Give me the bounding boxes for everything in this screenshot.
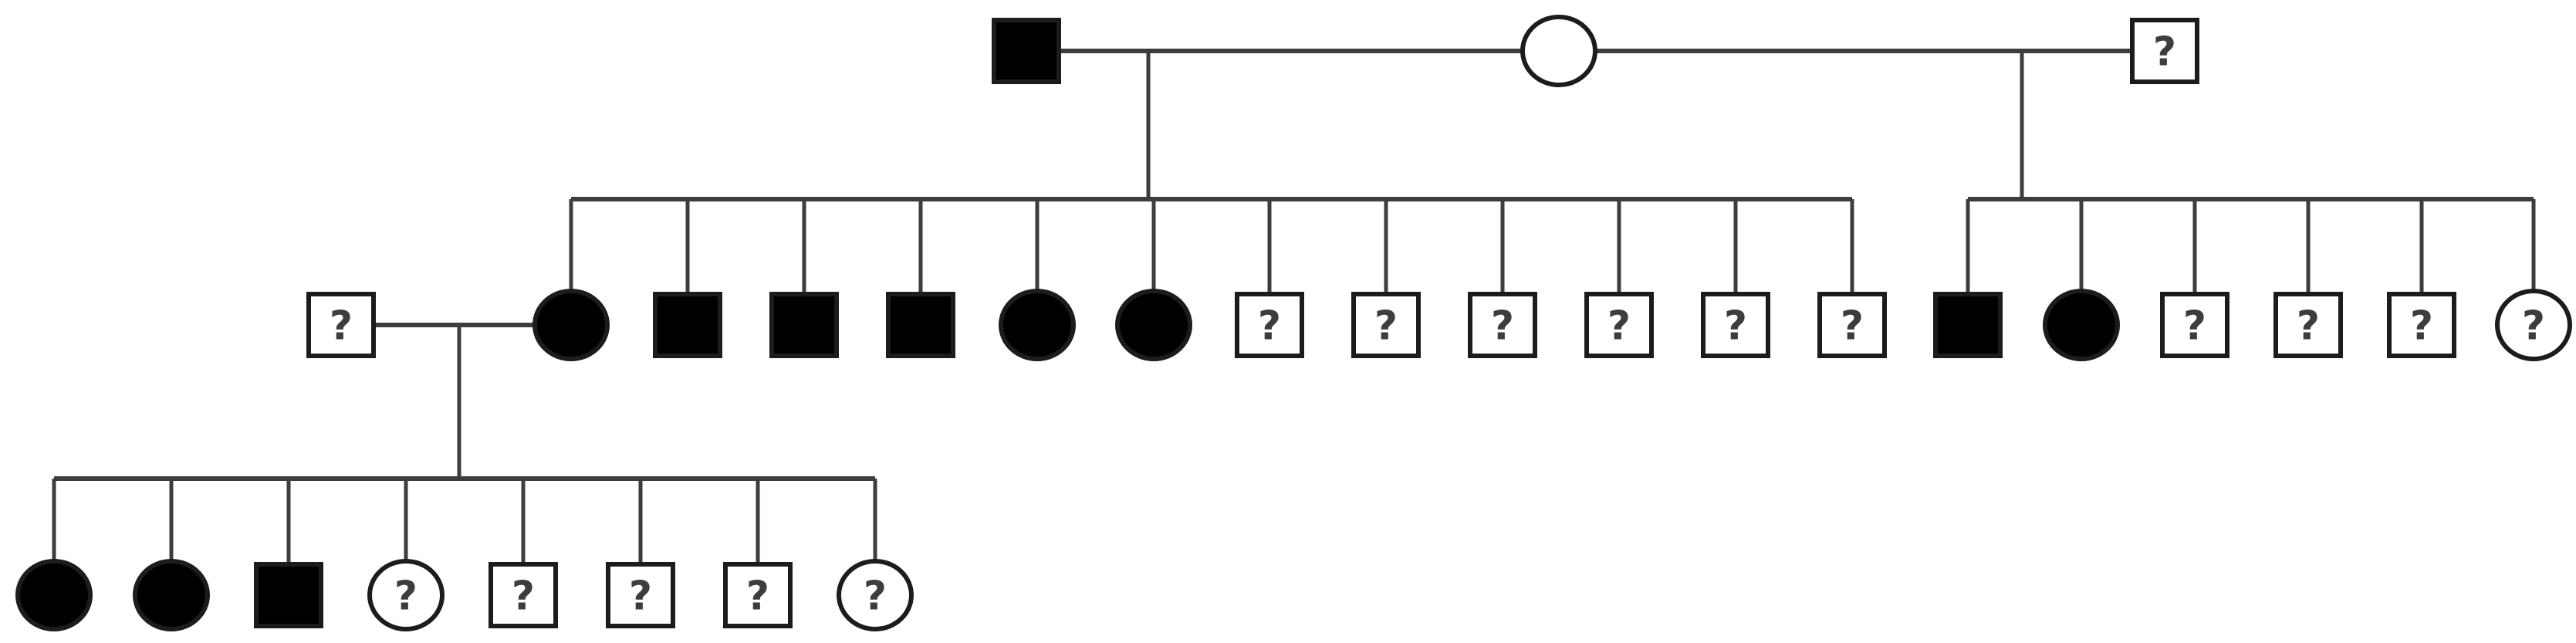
unknown-status-label: ?	[864, 574, 887, 620]
individual-III-2-symbol[interactable]	[133, 559, 210, 631]
individual-II-11-symbol[interactable]	[1584, 292, 1654, 358]
unknown-status-label: ?	[1841, 303, 1864, 350]
unknown-status-label: ?	[629, 574, 652, 620]
individual-II-15-symbol[interactable]	[2043, 289, 2120, 361]
unknown-status-label: ?	[2410, 303, 2433, 350]
individual-III-4-symbol[interactable]	[367, 559, 445, 631]
unknown-status-label: ?	[394, 574, 418, 620]
individual-II-14-symbol[interactable]	[1933, 292, 2003, 358]
individual-I-1-symbol[interactable]	[992, 18, 1061, 84]
individual-II-18-symbol[interactable]	[2387, 292, 2456, 358]
individual-II-13-symbol[interactable]	[1817, 292, 1887, 358]
unknown-status-label: ?	[2297, 303, 2320, 350]
unknown-status-label: ?	[512, 574, 535, 620]
individual-II-17-symbol[interactable]	[2273, 292, 2343, 358]
unknown-status-label: ?	[1491, 303, 1514, 350]
individual-II-8-symbol[interactable]	[1235, 292, 1304, 358]
unknown-status-label: ?	[2183, 303, 2206, 350]
individual-II-4-symbol[interactable]	[769, 292, 839, 358]
unknown-status-label: ?	[330, 303, 353, 350]
unknown-status-label: ?	[1607, 303, 1631, 350]
individual-III-8-symbol[interactable]	[837, 559, 914, 631]
individual-II-5-symbol[interactable]	[886, 292, 955, 358]
unknown-status-label: ?	[1258, 303, 1281, 350]
individual-II-10-symbol[interactable]	[1468, 292, 1537, 358]
individual-II-16-symbol[interactable]	[2160, 292, 2229, 358]
unknown-status-label: ?	[1724, 303, 1747, 350]
individual-III-5-symbol[interactable]	[488, 562, 558, 628]
unknown-status-label: ?	[746, 574, 769, 620]
individual-II-19-symbol[interactable]	[2495, 289, 2572, 361]
unknown-status-label: ?	[2153, 29, 2176, 76]
individual-II-7-symbol[interactable]	[1115, 289, 1192, 361]
individual-II-12-symbol[interactable]	[1701, 292, 1770, 358]
individual-III-1-symbol[interactable]	[15, 559, 93, 631]
individual-III-6-symbol[interactable]	[606, 562, 675, 628]
individual-I-2-symbol[interactable]	[1520, 15, 1597, 87]
individual-II-2-symbol[interactable]	[532, 289, 610, 361]
individual-III-3-symbol[interactable]	[254, 562, 323, 628]
individual-I-3-symbol[interactable]	[2130, 18, 2199, 84]
individual-II-3-symbol[interactable]	[653, 292, 722, 358]
unknown-status-label: ?	[2522, 303, 2545, 350]
individual-III-7-symbol[interactable]	[723, 562, 793, 628]
individual-II-9-symbol[interactable]	[1351, 292, 1421, 358]
unknown-status-label: ?	[1374, 303, 1398, 350]
individual-II-6-symbol[interactable]	[999, 289, 1076, 361]
individual-II-1-symbol[interactable]	[306, 292, 376, 358]
